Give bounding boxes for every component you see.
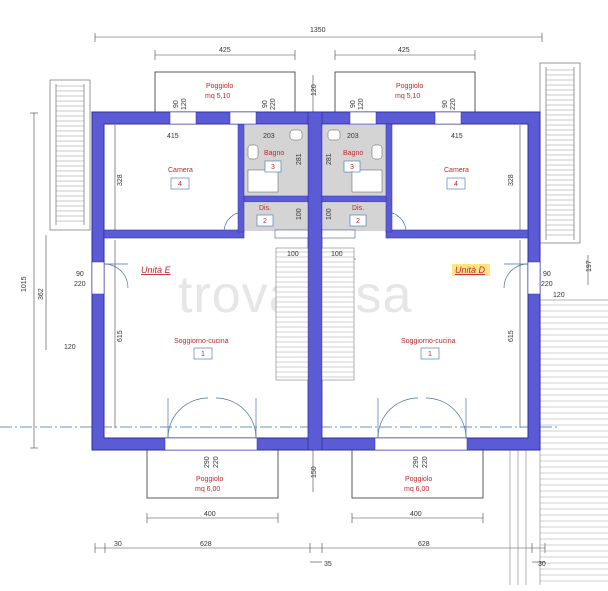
dim-bagno-width-right: 203	[347, 133, 359, 140]
dim-bottom-right-offset: 30	[538, 561, 546, 568]
dim-door-w-left: 90	[76, 271, 84, 278]
left-stair-steps	[56, 85, 84, 222]
dim-left-stair-height: 362	[38, 288, 45, 300]
dim-soggiorno-height-right: 615	[508, 330, 515, 342]
room-poggiolo-bottom-left-name: Poggiolo	[196, 476, 223, 483]
dim-stair-width-left: 100	[287, 251, 299, 258]
wall-openings	[91, 111, 541, 451]
balcony-top-left	[154, 71, 296, 115]
dim-win-h-2: 220	[270, 98, 277, 110]
bath-fixtures	[247, 129, 383, 193]
dim-win-h-1: 120	[181, 98, 188, 110]
dim-bottom-door-w-left: 290	[204, 456, 211, 468]
unit-labels: Unità E Unità D	[141, 264, 490, 276]
room-soggiorno-left-name: Soggiorno-cucina	[174, 338, 229, 345]
room-soggiorno-right-name: Soggiorno-cucina	[401, 338, 456, 345]
unit-left-label: Unità E	[141, 265, 172, 275]
dim-bagno-height-right: 281	[326, 153, 333, 165]
dim-camera-height-left: 328	[117, 174, 124, 186]
dim-right-stair-width: 120	[553, 292, 565, 299]
room-camera-left-name: Camera	[168, 167, 193, 174]
dim-right-edge: 197	[586, 260, 593, 272]
dim-camera-height-right: 328	[508, 174, 515, 186]
dim-bagno-height-left: 281	[296, 153, 303, 165]
dim-balcony-bottom-right: 400	[410, 511, 422, 518]
dim-total-height: 1015	[21, 276, 28, 292]
walls	[91, 111, 541, 451]
room-bagno-right-number: 3	[350, 164, 354, 171]
dim-win-h-4: 220	[450, 98, 457, 110]
dim-door-h-right: 220	[541, 281, 553, 288]
room-camera-right-name: Camera	[444, 167, 469, 174]
internal-stair-steps	[276, 251, 354, 378]
balcony-bottom-left	[146, 447, 279, 499]
dim-bottom-door-h-left: 220	[213, 456, 220, 468]
dim-bottom-right: 628	[418, 541, 430, 548]
dim-bottom-door-h-right: 220	[422, 456, 429, 468]
right-stair-steps	[546, 69, 574, 236]
room-poggiolo-bottom-left-area: mq 6,00	[195, 486, 220, 493]
unit-right-label: Unità D	[455, 265, 486, 275]
door-swings	[103, 211, 529, 439]
dim-left-stair-width: 120	[64, 344, 76, 351]
dim-bagno-width-left: 203	[263, 133, 275, 140]
balconies	[146, 71, 484, 499]
room-soggiorno-right-number: 1	[428, 351, 432, 358]
dim-bottom-center: 35	[324, 561, 332, 568]
room-dis-left-number: 2	[263, 218, 267, 225]
dim-camera-width-left: 415	[167, 133, 179, 140]
dim-win-h-3: 120	[358, 98, 365, 110]
dim-balcony-top-left: 425	[219, 47, 231, 54]
room-camera-left-number: 4	[178, 181, 182, 188]
room-poggiolo-top-left-name: Poggiolo	[206, 83, 233, 90]
dim-bottom-left: 628	[200, 541, 212, 548]
room-camera-right-number: 4	[454, 181, 458, 188]
dim-balcony-bottom-left: 400	[204, 511, 216, 518]
rotated-dimension-texts: 1015 362 328 328 615 615 281 281 100 100…	[21, 84, 593, 478]
dim-balcony-top-right: 425	[398, 47, 410, 54]
dim-door-h-left: 220	[74, 281, 86, 288]
dim-bottom-door-w-right: 290	[413, 456, 420, 468]
dim-door-w-right: 90	[543, 271, 551, 278]
dim-camera-width-right: 415	[451, 133, 463, 140]
right-external-stair	[539, 62, 581, 244]
room-poggiolo-bottom-right-name: Poggiolo	[405, 476, 432, 483]
unit-right-highlight	[452, 264, 490, 276]
room-soggiorno-left-number: 1	[201, 351, 205, 358]
dim-bottom-left-offset: 30	[114, 541, 122, 548]
dim-win-w-4: 90	[442, 100, 449, 108]
balcony-bottom-right	[351, 447, 484, 499]
room-bagno-left-name: Bagno	[264, 150, 284, 157]
room-bagno-right-name: Bagno	[343, 150, 363, 157]
dimension-texts: 1350 425 425 400 400 628 628 30 30 35 12…	[64, 27, 565, 568]
room-poggiolo-bottom-right-area: mq 6,00	[404, 486, 429, 493]
internal-stair	[275, 247, 355, 381]
dim-stair-width-right: 100	[331, 251, 343, 258]
room-bagno-left-number: 3	[271, 164, 275, 171]
room-poggiolo-top-left-area: mq 5,10	[205, 93, 230, 100]
room-dis-right-name: Dis.	[352, 205, 364, 212]
balcony-top-right	[334, 71, 476, 115]
dim-total-width: 1350	[310, 27, 326, 34]
dim-bottom-center-vertical: 150	[311, 466, 318, 478]
dim-win-w-1: 90	[173, 100, 180, 108]
dim-dis-width-left: 100	[296, 208, 303, 220]
room-labels: Poggiolo mq 5,10 Poggiolo mq 5,10 Camera…	[168, 83, 469, 493]
dim-soggiorno-height-left: 615	[117, 330, 124, 342]
room-dis-left-name: Dis.	[259, 205, 271, 212]
room-poggiolo-top-right-name: Poggiolo	[396, 83, 423, 90]
room-poggiolo-top-right-area: mq 5,10	[395, 93, 420, 100]
dim-win-w-3: 90	[350, 100, 357, 108]
dim-top-center: 120	[311, 84, 318, 96]
dim-dis-width-right: 100	[326, 208, 333, 220]
left-external-stair	[49, 79, 91, 231]
right-lower-stair-steps	[540, 304, 608, 582]
dim-win-w-2: 90	[262, 100, 269, 108]
room-dis-right-number: 2	[356, 218, 360, 225]
